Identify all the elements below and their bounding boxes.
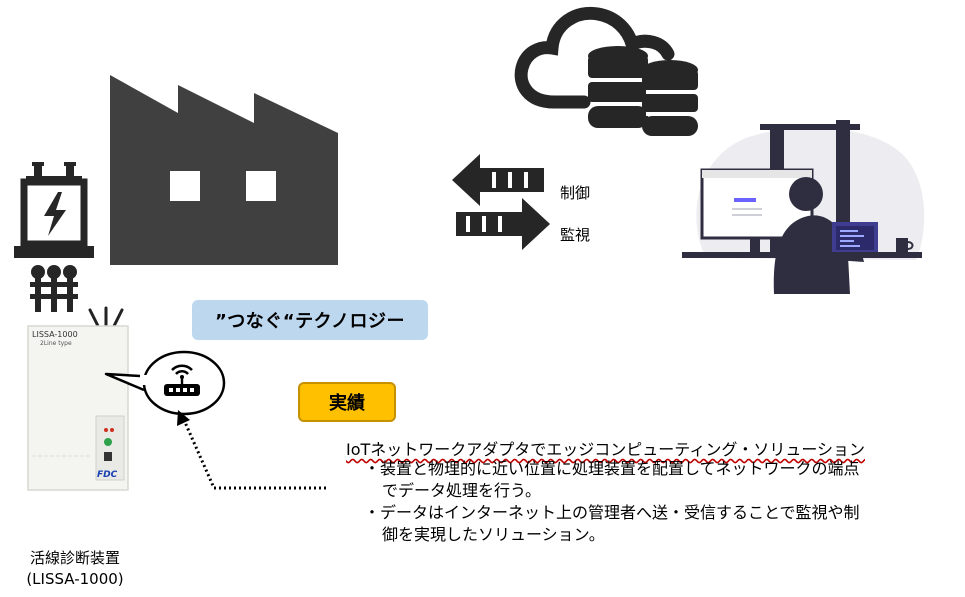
achievement-badge: 実績 [298, 382, 396, 422]
description-title: IoTネットワークアダプタでエッジコンピューティング・ソリューション [346, 440, 866, 459]
person-at-computer-illustration [676, 118, 926, 294]
speech-bubble [104, 350, 228, 422]
factory-icon [110, 75, 338, 265]
insulator-icon [30, 264, 78, 314]
technology-pill: ”つなぐ“テクノロジー [192, 300, 428, 340]
bullet-2-line-2: 御を実現したソリューション。 [382, 525, 605, 544]
device-image [26, 306, 132, 494]
bullet-1-line-2: でデータ処理を行う。 [382, 481, 542, 500]
device-panel-title: LISSA-1000 [32, 330, 78, 339]
monitor-label: 監視 [560, 226, 591, 244]
device-model: (LISSA-1000) [26, 570, 124, 588]
cloud-database-icon [514, 2, 704, 142]
router-icon [162, 358, 202, 400]
device-brand-logo: FDC [97, 470, 118, 480]
device-panel-subtitle: 2Line type [40, 340, 72, 347]
device-caption: 活線診断装置 (LISSA-1000) [0, 548, 150, 590]
bullet-2-line-1: ・データはインターネット上の管理者へ送・受信することで監視や制 [364, 503, 860, 522]
bullet-1-line-1: ・装置と物理的に近い位置に処理装置を配置してネットワークの端点 [364, 459, 860, 478]
transformer-icon [14, 160, 94, 262]
device-name: 活線診断装置 [29, 549, 120, 567]
bidirectional-arrows-icon [452, 150, 552, 250]
dotted-connector-arrow [174, 410, 330, 494]
control-label: 制御 [560, 184, 591, 202]
